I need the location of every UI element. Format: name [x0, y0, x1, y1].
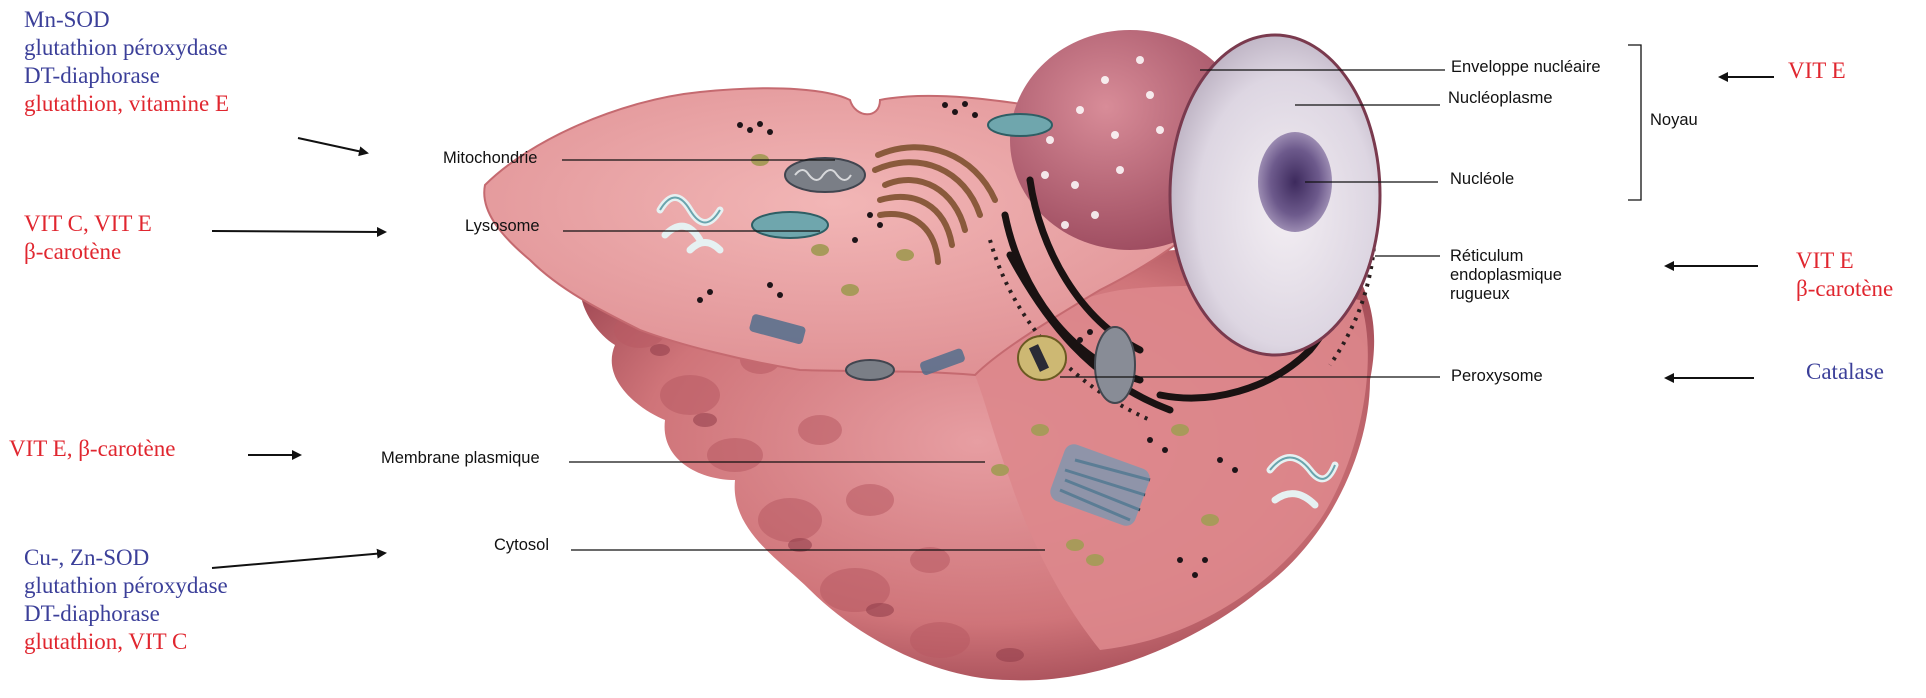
left-arrows [212, 138, 385, 568]
label-reticulum: Réticulum endoplasmique rugueux [1450, 247, 1562, 304]
membrane-antioxidants: VIT E, β-carotène [9, 435, 175, 463]
agent-line: Mn-SOD [24, 6, 229, 34]
agent-line: Catalase [1806, 358, 1884, 386]
nucleus-antioxidants: VIT E [1788, 57, 1846, 85]
agent-line: VIT E, β-carotène [9, 435, 175, 463]
agent-line: VIT E [1788, 57, 1846, 85]
agent-line: VIT C, VIT E [24, 210, 152, 238]
label-reticulum-line-2: endoplasmique [1450, 266, 1562, 285]
agent-line: DT-diaphorase [24, 600, 228, 628]
agent-line: β-carotène [24, 238, 152, 266]
agent-line: glutathion, vitamine E [24, 90, 229, 118]
label-noyau: Noyau [1650, 111, 1698, 130]
label-reticulum-line-3: rugueux [1450, 285, 1562, 304]
arrow-cytosol [212, 553, 385, 568]
label-nucleole: Nucléole [1450, 170, 1514, 189]
label-enveloppe-nucleaire: Enveloppe nucléaire [1451, 58, 1601, 77]
agent-line: glutathion péroxydase [24, 34, 229, 62]
agent-line: DT-diaphorase [24, 62, 229, 90]
label-nucleoplasme: Nucléoplasme [1448, 89, 1553, 108]
label-reticulum-line-1: Réticulum [1450, 247, 1562, 266]
agent-line: VIT E [1796, 247, 1893, 275]
agent-line: Cu-, Zn-SOD [24, 544, 228, 572]
label-cytosol: Cytosol [494, 536, 549, 555]
agent-line: glutathion, VIT C [24, 628, 228, 656]
peroxisome-shape [1018, 336, 1066, 380]
label-peroxysome: Peroxysome [1451, 367, 1543, 386]
agent-line: glutathion péroxydase [24, 572, 228, 600]
label-lysosome: Lysosome [465, 217, 540, 236]
label-mitochondrie: Mitochondrie [443, 149, 537, 168]
arrow-lysosome [212, 231, 385, 232]
arrow-mitochondria [298, 138, 367, 153]
agent-line: β-carotène [1796, 275, 1893, 303]
peroxisome-antioxidants: Catalase [1806, 358, 1884, 386]
label-membrane-plasmique: Membrane plasmique [381, 449, 540, 468]
